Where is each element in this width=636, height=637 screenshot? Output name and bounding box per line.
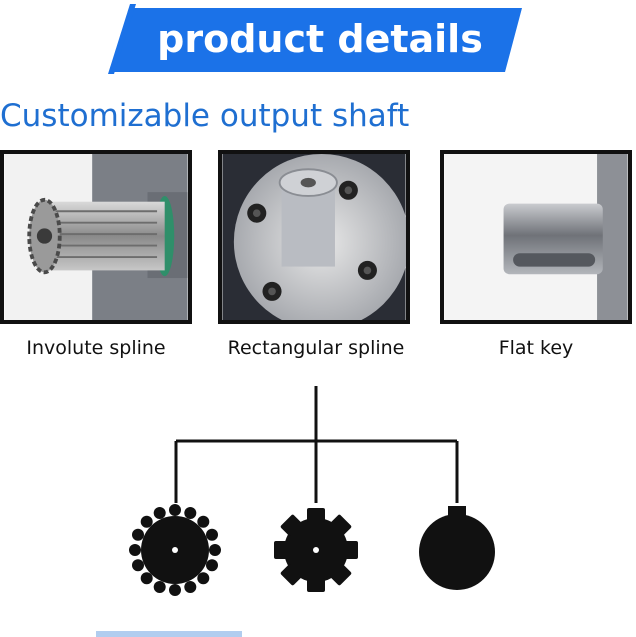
caption-flat-key: Flat key bbox=[498, 337, 574, 359]
caption-rectangular-spline: Rectangular spline bbox=[227, 337, 405, 359]
flat-key-photo bbox=[440, 150, 632, 324]
involute-spline-photo bbox=[0, 150, 192, 324]
flat-key-shaft-icon bbox=[419, 506, 495, 590]
rectangular-spline-photo bbox=[218, 150, 410, 324]
connector-lines bbox=[174, 386, 459, 503]
header-banner bbox=[108, 4, 522, 74]
rectangular-spline-gear-icon bbox=[274, 508, 358, 592]
caption-involute-spline: Involute spline bbox=[26, 337, 166, 359]
next-section-heading-partial bbox=[96, 631, 242, 637]
section-heading: Customizable output shaft bbox=[0, 98, 410, 134]
shaft-profile-diagram bbox=[129, 386, 495, 596]
banner-title: product details bbox=[157, 17, 483, 61]
involute-spline-gear-icon bbox=[129, 504, 221, 596]
